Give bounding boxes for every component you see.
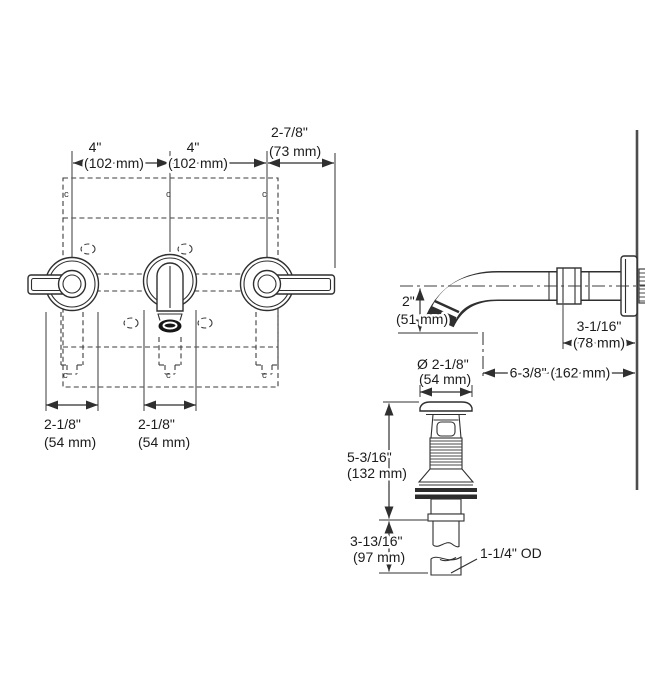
dim-label-flange-dia-mm: (54 mm) (419, 371, 471, 387)
dim-label-tailpiece-length-mm: (97 mm) (353, 549, 405, 565)
dim-label-spout-escutcheon-mm: (54 mm) (138, 434, 190, 450)
dim-label-left-escutcheon-in: 2-1/8" (44, 416, 81, 432)
dim-tailpiece-length: 3-13/16" (97 mm) (348, 521, 428, 574)
side-view: 2" (51 mm) 3-1/16" (78 mm) 6-3/8" (162 m… (394, 130, 645, 490)
dim-label-spacing-left-mm: (102 mm) (84, 155, 144, 171)
dim-spout-drop: 2" (51 mm) (394, 288, 478, 334)
centerline-mark: c (262, 370, 267, 381)
valve-channel-right (255, 312, 279, 375)
drain-body (430, 498, 462, 515)
valve-channel-center (158, 337, 182, 375)
right-handle (239, 256, 336, 312)
centerline-mark: c (64, 189, 69, 200)
centerline-mark: c (262, 189, 267, 200)
dim-spout-reach: 6-3/8" (162 mm) (482, 332, 635, 383)
centerline-mark: c (166, 189, 171, 200)
dim-flange-diameter: Ø 2-1/8" (54 mm) (417, 356, 473, 397)
callout-tailpiece-od: 1-1/4" OD (450, 545, 542, 574)
dim-label-valve-depth-in: 3-1/16" (577, 318, 622, 334)
tailpiece-break-wave (432, 542, 460, 548)
centerline-mark: c (63, 370, 68, 381)
centerline-mark: c (166, 370, 171, 381)
dim-label-body-length-in: 5-3/16" (347, 449, 392, 465)
dim-label-valve-depth-mm: (78 mm) (573, 335, 625, 351)
dim-label-spout-escutcheon-in: 2-1/8" (138, 416, 175, 432)
front-view: c c c c c c 4" (102 mm) 4" (102 mm) 2-7/… (27, 124, 336, 450)
drain-cone-washer (417, 468, 475, 483)
dim-label-tailpiece-od: 1-1/4" OD (480, 545, 542, 561)
top-extension-lines (71, 151, 336, 268)
mounting-slots (80, 243, 213, 329)
bottom-extension-lines (45, 310, 197, 411)
dim-body-length: 5-3/16" (132 mm) (345, 401, 428, 521)
left-handle (27, 256, 100, 312)
spout-outlet-front (158, 319, 182, 333)
dim-label-spout-drop-in: 2" (402, 293, 415, 309)
drain-overflow-window (436, 421, 456, 437)
drain-locknut (415, 494, 477, 499)
drain-gasket (415, 488, 477, 492)
drain-ring (427, 513, 465, 522)
dim-label-flange-dia-in: Ø 2-1/8" (417, 356, 469, 372)
dim-label-spacing-right-mm: (102 mm) (168, 155, 228, 171)
valve-channel-left (60, 312, 84, 375)
spout-fill (431, 272, 636, 320)
dim-label-spacing-right-in: 4" (187, 139, 200, 155)
dim-label-handle-reach-mm: (73 mm) (269, 143, 321, 159)
drain-view: Ø 2-1/8" (54 mm) (345, 356, 542, 576)
dim-label-spacing-left-in: 4" (89, 139, 102, 155)
drain-thread-hatch (430, 440, 462, 466)
dim-label-handle-reach-in: 2-7/8" (271, 124, 308, 140)
spout-side (426, 255, 638, 328)
dim-label-spout-reach: 6-3/8" (162 mm) (510, 365, 611, 381)
spout-tip-collar (433, 299, 460, 314)
dim-label-body-length-mm: (132 mm) (347, 465, 407, 481)
spout-tip-collar (430, 306, 457, 320)
drain-flange (419, 401, 473, 412)
dim-label-tailpiece-length-in: 3-13/16" (350, 533, 402, 549)
dim-valve-depth: 3-1/16" (78 mm) (562, 302, 635, 353)
drain-assembly (415, 401, 477, 576)
spout-front (142, 253, 198, 333)
dim-label-left-escutcheon-mm: (54 mm) (44, 434, 96, 450)
dim-label-spout-drop-mm: (51 mm) (396, 311, 448, 327)
centerline-marks: c c c c c c (63, 189, 267, 381)
tailpiece-stub (430, 556, 462, 576)
